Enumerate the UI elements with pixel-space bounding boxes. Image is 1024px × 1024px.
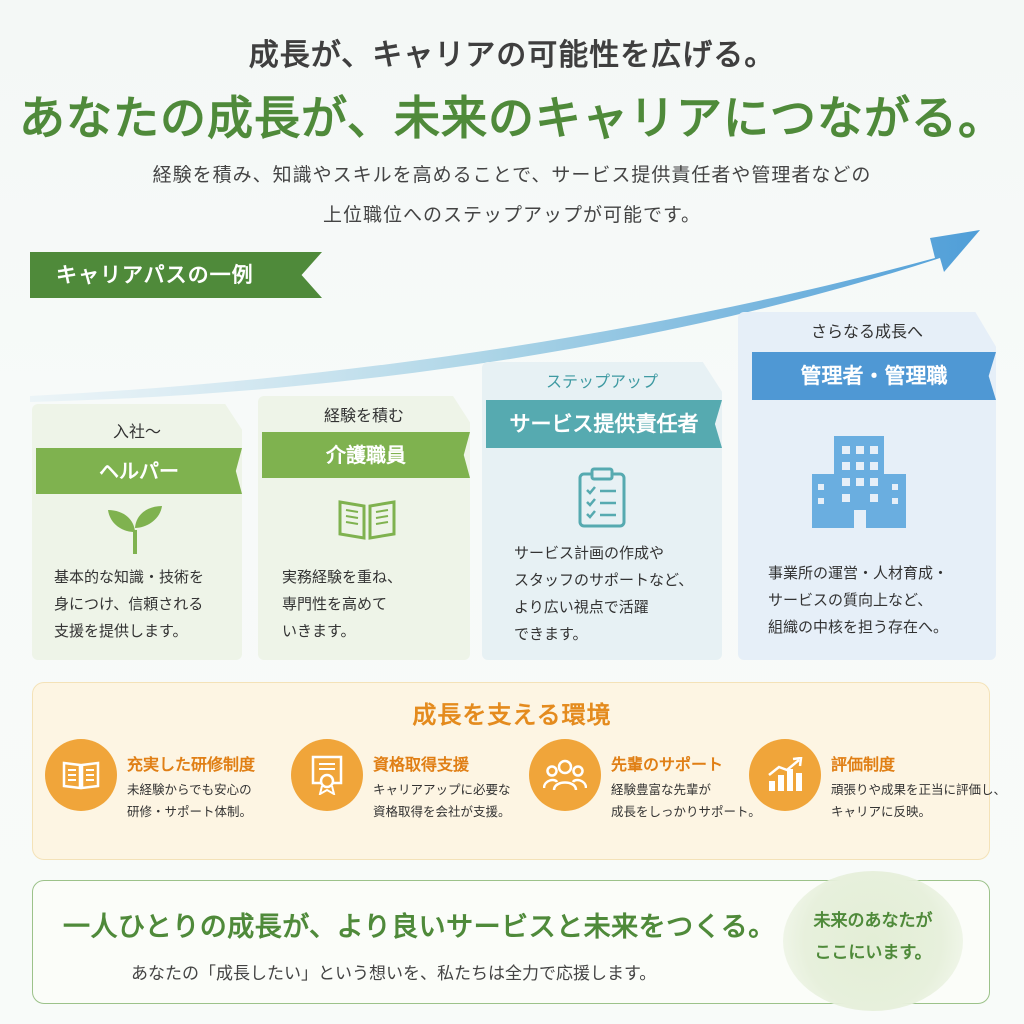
card-step-label: ステップアップ: [545, 372, 658, 391]
card-title-banner: ヘルパー: [36, 448, 242, 494]
office-building-icon: [812, 436, 906, 528]
clipboard-checklist-icon: [578, 467, 626, 528]
card-description: 実務経験を重ね、 専門性を高めて いきます。: [282, 568, 403, 640]
card-title-banner: サービス提供責任者: [486, 400, 722, 448]
intro-text-line-2: 上位職位へのステップアップが可能です。: [322, 204, 702, 226]
badge-text-line-1: 未来のあなたが: [813, 911, 933, 931]
career-card-manager: さらなる成長へ 管理者・管理職 事業所の運営・人材育成・ サービスの質向上など、…: [738, 312, 996, 660]
message-panel: 一人ひとりの成長が、より良いサービスと未来をつくる。 あなたの「成長したい」とい…: [32, 871, 990, 1011]
career-card-service-manager: ステップアップ サービス提供責任者 サービス計画の作成や スタッフのサポートなど…: [482, 362, 722, 660]
headline-subtitle: 成長が、キャリアの可能性を広げる。: [248, 38, 776, 73]
card-step-label: 入社〜: [112, 422, 161, 441]
card-description: サービス計画の作成や スタッフのサポートなど、 より広い視点で活躍 できます。: [514, 544, 694, 643]
card-description: 事業所の運営・人材育成・ サービスの質向上など、 組織の中核を担う存在へ。: [768, 564, 949, 636]
support-item-name: 評価制度: [831, 755, 896, 774]
support-item-name: 先輩のサポート: [611, 755, 724, 774]
intro-text-line-1: 経験を積み、知識やスキルを高めることで、サービス提供責任者や管理者などの: [152, 164, 872, 186]
support-item-training: 充実した研修制度 未経験からでも安心の 研修・サポート体制。: [45, 739, 275, 839]
certificate-icon: [291, 739, 363, 811]
support-item-evaluation: 評価制度 頑張りや成果を正当に評価し、 キャリアに反映。: [749, 739, 1006, 839]
sprout-icon: [108, 506, 162, 554]
card-description: 基本的な知識・技術を 身につけ、信頼される 支援を提供します。: [54, 568, 205, 640]
message-subtext: あなたの「成長したい」という想いを、私たちは全力で応援します。: [131, 964, 657, 984]
card-step-label: さらなる成長へ: [810, 322, 923, 341]
support-item-description: 頑張りや成果を正当に評価し、 キャリアに反映。: [831, 782, 1007, 819]
book-icon: [45, 739, 117, 811]
support-item-description: キャリアアップに必要な 資格取得を会社が支援。: [373, 782, 511, 819]
support-item-description: 経験豊富な先輩が 成長をしっかりサポート。: [611, 782, 761, 819]
career-path-label: キャリアパスの一例: [30, 252, 322, 298]
future-badge: 未来のあなたが ここにいます。: [783, 871, 963, 1011]
career-card-care-worker: 経験を積む 介護職員 実務経験を重ね、 専門性を高めて いきます。: [258, 396, 470, 660]
support-item-description: 未経験からでも安心の 研修・サポート体制。: [127, 782, 253, 819]
open-book-icon: [338, 500, 396, 540]
growth-chart-icon: [749, 739, 821, 811]
group-people-icon: [529, 739, 601, 811]
support-item-name: 資格取得支援: [373, 755, 470, 774]
support-item-name: 充実した研修制度: [127, 755, 256, 774]
support-title: 成長を支える環境: [412, 701, 612, 729]
support-environment-panel: 成長を支える環境 充実した研修制度 未経験からでも安心の 研修・サポート体制。 …: [32, 682, 1006, 860]
card-title-banner: 介護職員: [262, 432, 470, 478]
headline-title: あなたの成長が、未来のキャリアにつながる。: [18, 91, 1006, 145]
badge-text-line-2: ここにいます。: [814, 943, 932, 963]
support-item-qualification: 資格取得支援 キャリアアップに必要な 資格取得を会社が支援。: [291, 739, 521, 839]
card-step-label: 経験を積む: [323, 406, 404, 425]
support-item-senior-support: 先輩のサポート 経験豊富な先輩が 成長をしっかりサポート。: [529, 739, 761, 839]
card-title-banner: 管理者・管理職: [752, 352, 996, 400]
career-card-helper: 入社〜 ヘルパー 基本的な知識・技術を 身につけ、信頼される 支援を提供します。: [32, 404, 242, 660]
message-headline: 一人ひとりの成長が、より良いサービスと未来をつくる。: [63, 912, 776, 943]
